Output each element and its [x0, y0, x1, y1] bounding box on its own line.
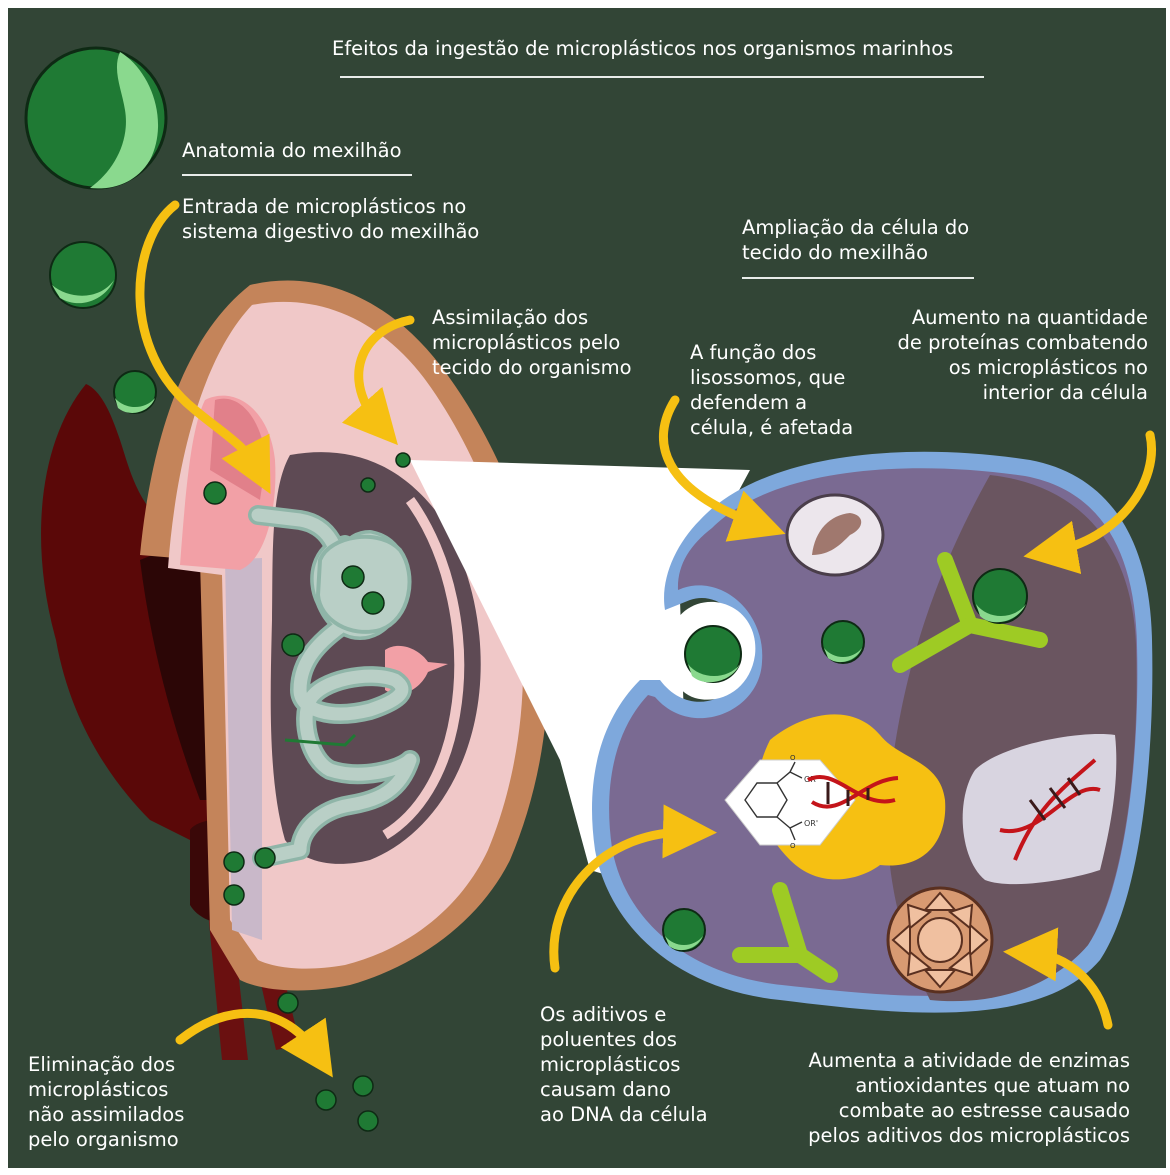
- microplastic-small-icon: [362, 592, 384, 614]
- label-enzimas-line3: combate ao estresse causado: [839, 1098, 1130, 1123]
- label-assimilacao-line2: microplásticos pelo: [432, 330, 620, 355]
- microplastic-icon: [685, 626, 741, 682]
- label-aditivos-line3: microplásticos: [540, 1052, 680, 1077]
- label-proteinas-line2: de proteínas combatendo: [898, 330, 1148, 355]
- label-aditivos-line1: Os aditivos e: [540, 1002, 666, 1027]
- label-assimilacao-line3: tecido do organismo: [432, 355, 632, 380]
- label-assimilacao-line1: Assimilação dos: [432, 305, 588, 330]
- microplastic-icon: [114, 371, 156, 413]
- label-eliminacao-line2: microplásticos: [28, 1077, 168, 1102]
- label-aditivos-line5: ao DNA da célula: [540, 1102, 708, 1127]
- microplastic-icon: [822, 621, 864, 663]
- microplastic-icon: [50, 242, 116, 308]
- microplastic-small-icon: [282, 634, 304, 656]
- label-proteinas-line1: Aumento na quantidade: [912, 305, 1148, 330]
- label-proteinas-line4: interior da célula: [983, 380, 1148, 405]
- label-eliminacao-line3: não assimilados: [28, 1102, 184, 1127]
- label-lisossomos-line2: lisossomos, que: [690, 365, 845, 390]
- microplastic-small-icon: [358, 1111, 378, 1131]
- microplastic-small-icon: [224, 885, 244, 905]
- lysosome: [787, 495, 883, 575]
- label-enzimas-line4: pelos aditivos dos microplásticos: [808, 1123, 1130, 1148]
- microplastic-icon: [973, 569, 1027, 623]
- label-entrada-line2: sistema digestivo do mexilhão: [182, 219, 479, 244]
- molecule-oxygen-bottom: O: [790, 842, 796, 850]
- label-proteinas-line3: os microplásticos no: [949, 355, 1148, 380]
- microplastic-small-icon: [396, 453, 410, 467]
- title-underline: [340, 76, 984, 78]
- microplastic-small-icon: [204, 482, 226, 504]
- microplastic-small-icon: [353, 1076, 373, 1096]
- label-aditivos-line2: poluentes dos: [540, 1027, 677, 1052]
- label-eliminacao-line4: pelo organismo: [28, 1127, 179, 1152]
- microplastic-small-icon: [342, 566, 364, 588]
- label-enzimas-line1: Aumenta a atividade de enzimas: [808, 1048, 1130, 1073]
- antioxidant-enzyme: [888, 888, 992, 992]
- label-ampliacao-line1: Ampliação da célula do: [742, 215, 969, 240]
- label-enzimas-line2: antioxidantes que atuam no: [855, 1073, 1130, 1098]
- label-lisossomos-line3: defendem a: [690, 390, 807, 415]
- ampliacao-underline: [742, 277, 974, 279]
- intestine-stomach: [318, 537, 410, 632]
- anatomia-underline: [182, 174, 412, 176]
- label-ampliacao-line2: tecido do mexilhão: [742, 240, 928, 265]
- arrow-eliminacao: [180, 1013, 318, 1055]
- microplastic-small-icon: [255, 848, 275, 868]
- infographic-title: Efeitos da ingestão de microplásticos no…: [332, 36, 953, 61]
- microplastic-small-icon: [316, 1090, 336, 1110]
- label-lisossomos-line1: A função dos: [690, 340, 816, 365]
- microplastic-small-icon: [361, 478, 375, 492]
- label-lisossomos-line4: célula, é afetada: [690, 415, 853, 440]
- microplastic-icon: [663, 909, 705, 951]
- label-anatomia: Anatomia do mexilhão: [182, 138, 402, 163]
- label-aditivos-line4: causam dano: [540, 1077, 671, 1102]
- molecule-group-bottom: OR': [804, 819, 818, 828]
- microplastic-small-icon: [278, 993, 298, 1013]
- label-entrada-line1: Entrada de microplásticos no: [182, 194, 466, 219]
- molecule-oxygen-top: O: [790, 754, 796, 762]
- label-eliminacao-line1: Eliminação dos: [28, 1052, 175, 1077]
- microplastic-large-icon: [26, 48, 166, 188]
- microplastic-small-icon: [224, 852, 244, 872]
